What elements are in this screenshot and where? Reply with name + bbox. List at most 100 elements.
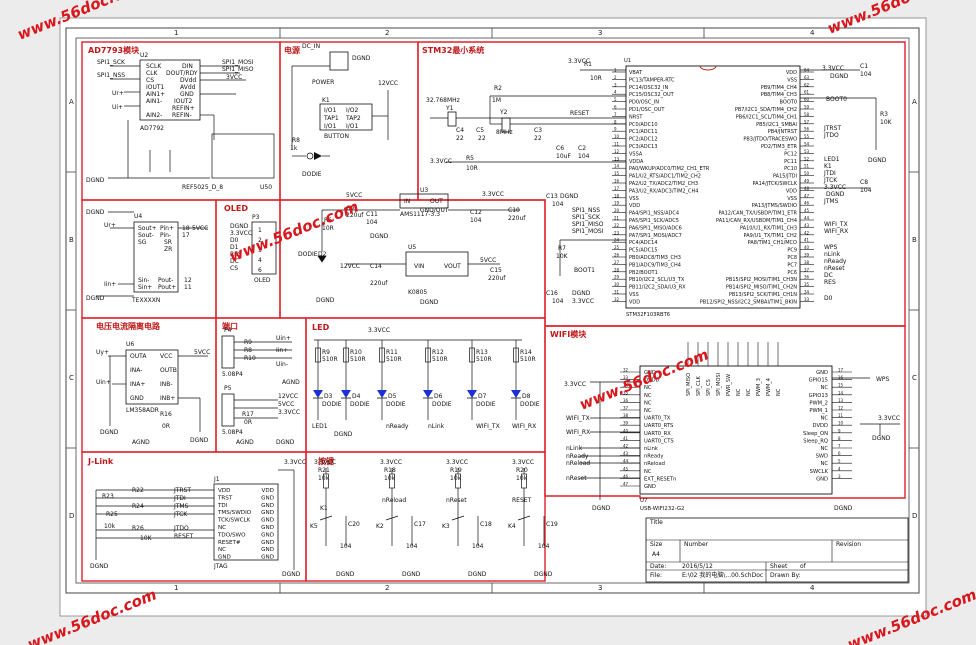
pin-label: VSS bbox=[787, 196, 797, 202]
svg-text:4: 4 bbox=[258, 257, 262, 264]
pin-label: nLink bbox=[644, 446, 658, 452]
svg-text:Pin+: Pin+ bbox=[160, 225, 174, 232]
chip-ref: U3 bbox=[420, 187, 428, 194]
pin-label: GND bbox=[816, 476, 828, 482]
pin-number: 16 bbox=[614, 179, 620, 184]
pin-number: 45 bbox=[804, 208, 810, 213]
sheet-inner-border bbox=[75, 37, 910, 584]
svg-text:R6: R6 bbox=[324, 217, 332, 224]
led-section: 3.3VCC bbox=[314, 327, 522, 341]
svg-text:0R: 0R bbox=[162, 423, 170, 430]
resistor-ref: R19 bbox=[450, 467, 462, 474]
net-label: 12VCC bbox=[340, 263, 360, 270]
svg-text:P3: P3 bbox=[252, 214, 260, 221]
svg-text:Uy+: Uy+ bbox=[96, 349, 109, 356]
pin-number: 36 bbox=[804, 275, 810, 280]
net-label: nLink bbox=[566, 445, 583, 452]
pin-label: PB15/SPI2_MOSI/TIM1_CH3N bbox=[726, 277, 797, 283]
pin-number: 39 bbox=[804, 253, 810, 258]
resistor-ref: R12 bbox=[432, 349, 444, 356]
pin-label: TCK/SWCLK bbox=[217, 518, 251, 524]
pin-label: UART0_RX bbox=[644, 431, 671, 437]
resistor-ref: R9 bbox=[322, 349, 330, 356]
switch-icon bbox=[451, 515, 465, 521]
net-label: WIFI_TX bbox=[476, 423, 500, 430]
pin-label: NC bbox=[746, 388, 752, 396]
resistor-ref: R13 bbox=[476, 349, 488, 356]
pin-number: 5 bbox=[838, 459, 841, 464]
pin-number: 17 bbox=[614, 186, 620, 191]
title-block: Title Size A4 Number Revision Date: 2016… bbox=[645, 517, 909, 583]
pin-number: 58 bbox=[804, 112, 810, 117]
oled-block: P3 DGND 3.3VCC D0 D1 RES DC CS 123 46 OL… bbox=[230, 214, 277, 284]
pin-label: UART0_TX bbox=[644, 416, 671, 422]
pin-label: PB0/ADC8/TIM3_CH3 bbox=[629, 255, 681, 261]
net-label: WPS bbox=[824, 244, 838, 251]
net-label: JTDI bbox=[823, 170, 836, 177]
svg-text:Date:: Date: bbox=[650, 563, 666, 570]
resistor-value: 510R bbox=[476, 356, 492, 363]
net-label: 5VCC bbox=[192, 225, 208, 232]
svg-text:AVdd: AVdd bbox=[180, 84, 196, 91]
pin-label: SPI_MISO bbox=[686, 373, 692, 396]
svg-text:DGND: DGND bbox=[86, 209, 105, 216]
led-units: R9510RD3DODIER10510RD4DODIER11510RD5DODI… bbox=[313, 340, 540, 420]
net-label: WIFI_RX bbox=[512, 423, 536, 430]
svg-text:C8: C8 bbox=[860, 179, 868, 186]
pin-label: PC10 bbox=[784, 166, 797, 172]
net-label: nReset bbox=[446, 497, 467, 504]
pin-label: PC15/OSC32_OUT bbox=[629, 92, 675, 98]
svg-text:Size: Size bbox=[650, 541, 663, 548]
pin-number: 17 bbox=[838, 368, 844, 373]
box-keys bbox=[305, 451, 546, 582]
key-net: K1 bbox=[320, 505, 328, 512]
pin-number: 41 bbox=[804, 238, 810, 243]
vcc-label: 3.3VCC bbox=[446, 459, 468, 466]
svg-text:SG: SG bbox=[138, 239, 147, 246]
pin-label: PD0/OSC_IN bbox=[629, 100, 659, 106]
svg-text:I/O1: I/O1 bbox=[324, 107, 337, 114]
pin-number: 14 bbox=[838, 390, 844, 395]
pin-number: 50 bbox=[804, 171, 810, 176]
pin-number: 5 bbox=[614, 97, 617, 102]
svg-text:1: 1 bbox=[258, 227, 262, 234]
pin-label: TRST bbox=[217, 495, 233, 501]
pin-number: 8 bbox=[614, 119, 617, 124]
svg-text:REFIN+: REFIN+ bbox=[172, 105, 195, 112]
switch-icon bbox=[319, 515, 333, 521]
pin-label: PB13/SPI2_SCK/TIM1_CH1N bbox=[729, 292, 797, 298]
chip-u6 bbox=[125, 349, 179, 405]
grid-ticks bbox=[66, 28, 919, 593]
pin-number: 4 bbox=[614, 90, 617, 95]
u6-block: U6 LM358ADR OUTA INA- INA+ GND VCC OUTB … bbox=[96, 341, 210, 446]
svg-text:DGND: DGND bbox=[86, 177, 105, 184]
ad7793-module: U2 AD7792 SCLK CLK CS IOUT1 AIN1+ AIN1- … bbox=[86, 52, 275, 191]
svg-text:22: 22 bbox=[478, 135, 486, 142]
svg-text:3.3VCC: 3.3VCC bbox=[284, 459, 306, 466]
pin-label: PC4/ADC14 bbox=[629, 240, 658, 246]
pin-label: VDD bbox=[218, 488, 230, 494]
net-label: Iin+ bbox=[104, 281, 116, 288]
pin-label: PA12/CAN_TX/USBDP/TIM1_ETR bbox=[718, 211, 797, 217]
pin-label: VDDA bbox=[629, 159, 644, 165]
svg-text:32.768MHz: 32.768MHz bbox=[426, 97, 460, 104]
pin-label: PA2/U2_TX/ADC2/TIM2_CH3 bbox=[629, 181, 698, 187]
cap-value: 104 bbox=[406, 543, 418, 550]
resistor bbox=[425, 347, 431, 363]
svg-text:220uf: 220uf bbox=[488, 275, 506, 282]
pin-label: NC bbox=[644, 393, 652, 399]
net-label: SPI1_SCK bbox=[97, 59, 126, 66]
pin-number: 57 bbox=[804, 119, 810, 124]
pin-label: PB7/I2C1_SDA/TIM4_CH2 bbox=[735, 107, 797, 113]
svg-text:220uf: 220uf bbox=[508, 215, 526, 222]
pin-label: GND bbox=[261, 555, 274, 561]
svg-text:DGND: DGND bbox=[872, 435, 891, 442]
net-label: D0 bbox=[230, 237, 239, 244]
net-label: Iin+ bbox=[276, 347, 288, 354]
pin-number: 41 bbox=[623, 436, 629, 441]
